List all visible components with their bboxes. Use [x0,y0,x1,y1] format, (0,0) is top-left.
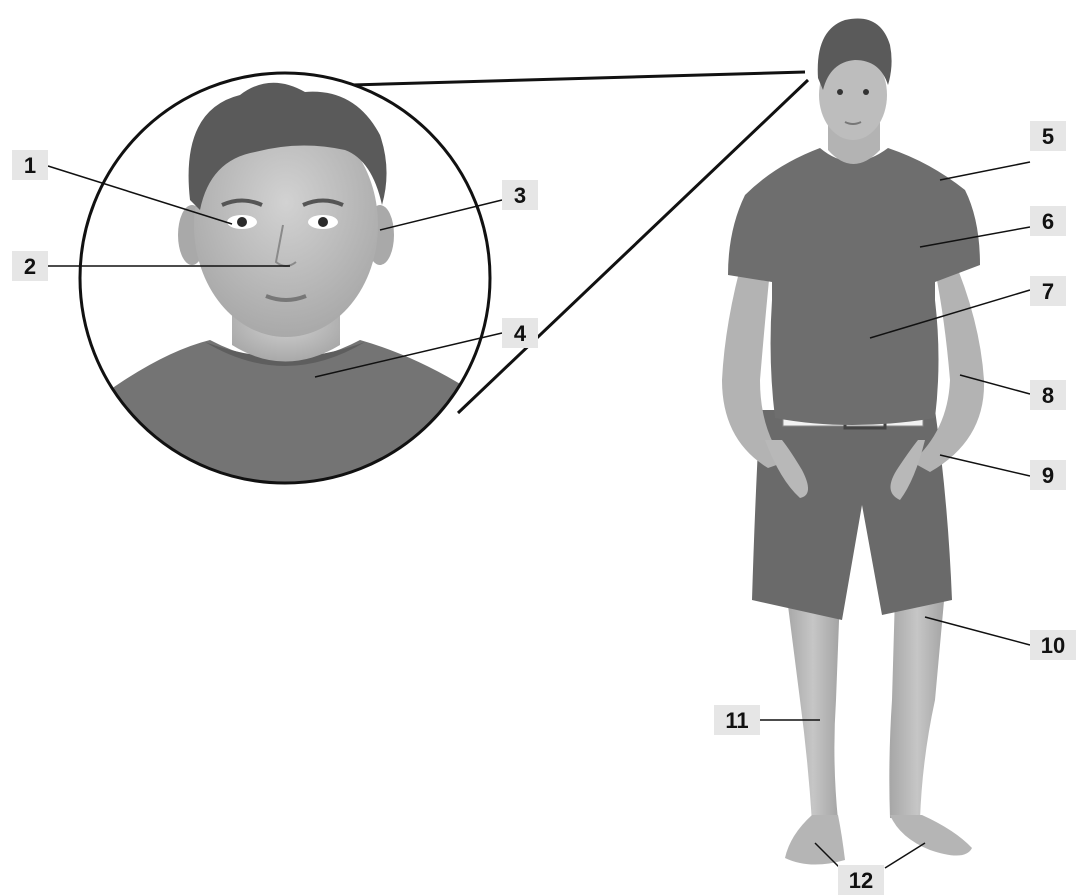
leader-line-4 [314,332,503,378]
zoom-circle [78,71,492,485]
leader-line-12a [814,842,841,869]
label-1: 1 [24,153,36,178]
label-box-12 [838,865,884,895]
label-box-6 [1030,206,1066,236]
leader-line-1 [47,165,233,225]
leader-line-6 [919,226,1031,248]
label-10: 10 [1041,633,1065,658]
leader-line-5 [939,161,1031,181]
label-6: 6 [1042,209,1054,234]
label-box-11 [714,705,760,735]
face-closeup [80,73,490,483]
label-5: 5 [1042,124,1054,149]
label-box-5 [1030,121,1066,151]
label-12: 12 [849,868,873,893]
leader-line-10 [924,616,1031,646]
label-box-3 [502,180,538,210]
full-body-figure [722,18,985,865]
leader-line-3 [379,199,503,231]
leader-line-7 [869,289,1031,339]
leader-line-9 [939,454,1031,477]
label-box-8 [1030,380,1066,410]
zoom-connector-line [351,70,806,87]
label-box-10 [1030,630,1076,660]
label-11: 11 [725,708,748,733]
zoom-connector-line [456,78,810,415]
label-2: 2 [24,254,36,279]
label-box-2 [12,251,48,281]
label-box-1 [12,150,48,180]
label-4: 4 [514,321,527,346]
label-box-9 [1030,460,1066,490]
label-box-4 [502,318,538,348]
leader-line-8 [959,374,1031,395]
label-7: 7 [1042,279,1054,304]
label-8: 8 [1042,383,1054,408]
label-9: 9 [1042,463,1054,488]
label-box-7 [1030,276,1066,306]
label-3: 3 [514,183,526,208]
leader-line-12b [884,842,926,869]
